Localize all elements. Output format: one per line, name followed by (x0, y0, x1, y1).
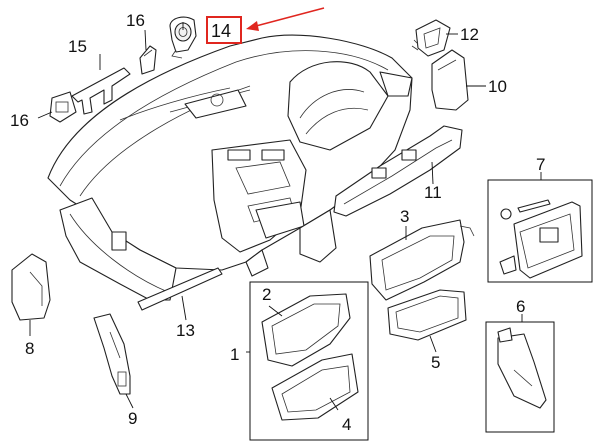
callout-labels: 16 15 16 12 10 11 7 3 2 5 4 6 8 9 13 1 (10, 11, 545, 434)
callout-5: 5 (431, 353, 440, 372)
callout-1: 1 (230, 345, 239, 364)
part-9 (93, 313, 131, 395)
leader-lines (29, 22, 542, 411)
part-13 (137, 267, 223, 311)
highlight-box (206, 16, 242, 44)
part-7-group (487, 179, 593, 283)
callout-16-top: 16 (126, 11, 145, 30)
part-1-group (249, 281, 369, 441)
part-6-group (485, 321, 555, 433)
part-12 (411, 19, 451, 57)
highlight-arrowhead (246, 21, 259, 31)
part-3 (369, 219, 475, 301)
part-10 (431, 49, 469, 111)
highlight-14: 14 (206, 7, 325, 44)
callout-9: 9 (128, 409, 137, 428)
callout-6: 6 (516, 297, 525, 316)
part-8 (11, 253, 51, 321)
callout-2: 2 (262, 285, 271, 304)
callout-16-left: 16 (10, 111, 29, 130)
part-5 (387, 289, 467, 341)
part-15 (71, 67, 131, 115)
highlight-arrow (255, 7, 325, 27)
callout-11: 11 (424, 183, 442, 202)
callout-15: 15 (68, 37, 87, 56)
callout-7: 7 (536, 155, 545, 174)
callout-13: 13 (176, 321, 195, 340)
callout-3: 3 (400, 207, 409, 226)
dashboard-panel (47, 34, 413, 301)
callout-10: 10 (488, 77, 507, 96)
part-14 (169, 16, 197, 59)
callout-4: 4 (342, 415, 351, 434)
part-16-top (139, 45, 157, 75)
callout-8: 8 (25, 339, 34, 358)
callout-12: 12 (460, 25, 479, 44)
part-11 (333, 125, 463, 217)
callout-14: 14 (211, 21, 231, 41)
